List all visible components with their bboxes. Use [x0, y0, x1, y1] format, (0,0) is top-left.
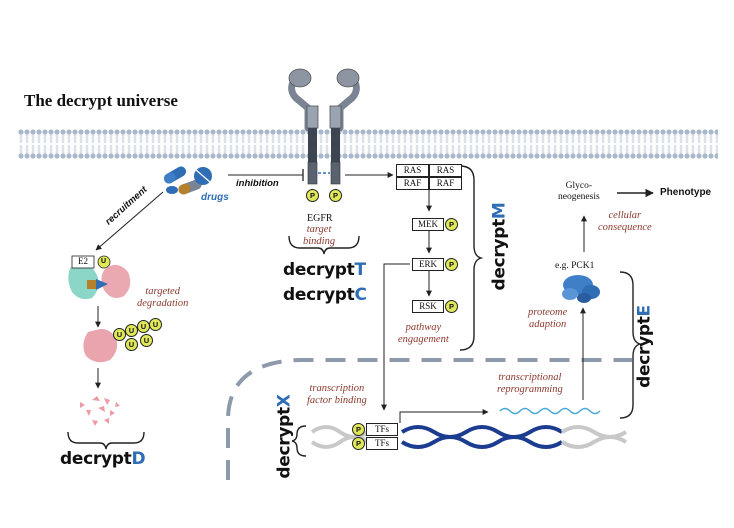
decryptx-bracket [291, 425, 307, 457]
erk-phospho: P [445, 258, 458, 271]
tf-box-bottom: TFs [366, 437, 398, 450]
diagram-title: The decrypt universe [24, 91, 178, 110]
mek-box: MEK [412, 218, 444, 231]
tf-phospho-top: P [352, 423, 365, 436]
e2-box: E2 [78, 256, 88, 266]
raf-box-left: RAF [396, 177, 429, 190]
raf-box-right: RAF [429, 177, 462, 190]
ub-6: U [140, 334, 153, 347]
egfr-receptor [288, 68, 360, 185]
decryptt-bracket [288, 235, 360, 255]
egfr-label: EGFR [307, 213, 333, 224]
ubiquitinated-protein [83, 329, 118, 363]
pck1-label: e.g. PCK1 [555, 261, 595, 271]
tf-binding-annotation: transcription factor binding [307, 383, 367, 407]
ub-3: U [137, 320, 150, 333]
glyconeogenesis-label: Glyco- neogenesis [558, 181, 600, 202]
decryptm-label: decryptM [489, 202, 510, 291]
decryptx-label: decryptX [274, 394, 295, 479]
targeted-degradation-annotation: targeted degradation [137, 286, 189, 310]
ras-box-left: RAS [396, 164, 429, 177]
e3-ligase-complex [68, 255, 131, 300]
drug-pills-icon [163, 166, 212, 195]
decryptc-label: decryptC [283, 285, 367, 305]
decryptd-label: decryptD [60, 449, 146, 469]
proteome-adaption-annotation: proteome adaption [528, 307, 568, 331]
decryptm-bracket [459, 165, 484, 351]
tf-box-top: TFs [366, 423, 398, 436]
ras-box-right: RAS [429, 164, 462, 177]
cellular-consequence-annotation: cellular consequence [598, 210, 652, 234]
pathway-engagement-annotation: pathway engagement [398, 322, 449, 346]
ub-5: U [125, 338, 138, 351]
tf-phospho-bottom: P [352, 437, 365, 450]
target-binding-annotation: target binding [303, 224, 336, 248]
pck1-protein-icon [562, 275, 600, 303]
cell-membrane [18, 127, 718, 159]
egfr-phospho-left: P [306, 189, 319, 202]
rsk-box: RSK [412, 300, 444, 313]
decrypte-bracket [619, 271, 643, 419]
mek-phospho: P [445, 218, 458, 231]
inhibition-label: inhibition [236, 178, 279, 189]
ub-e2: U [101, 258, 107, 265]
degraded-fragments [80, 396, 120, 426]
transcriptional-reprogramming-annotation: transcriptional reprogramming [497, 372, 563, 396]
decryptt-label: decryptT [283, 260, 366, 280]
decrypte-label: decryptE [634, 305, 655, 388]
rsk-phospho: P [445, 300, 458, 313]
drugs-label: drugs [201, 192, 229, 203]
nucleus-boundary [226, 358, 632, 480]
decryptd-bracket [67, 431, 145, 450]
erk-box: ERK [412, 258, 444, 271]
dna-helix [310, 425, 628, 449]
ub-4: U [149, 318, 162, 331]
phenotype-label: Phenotype [660, 187, 712, 198]
egfr-phospho-right: P [329, 189, 342, 202]
mrna-strand [499, 407, 601, 415]
